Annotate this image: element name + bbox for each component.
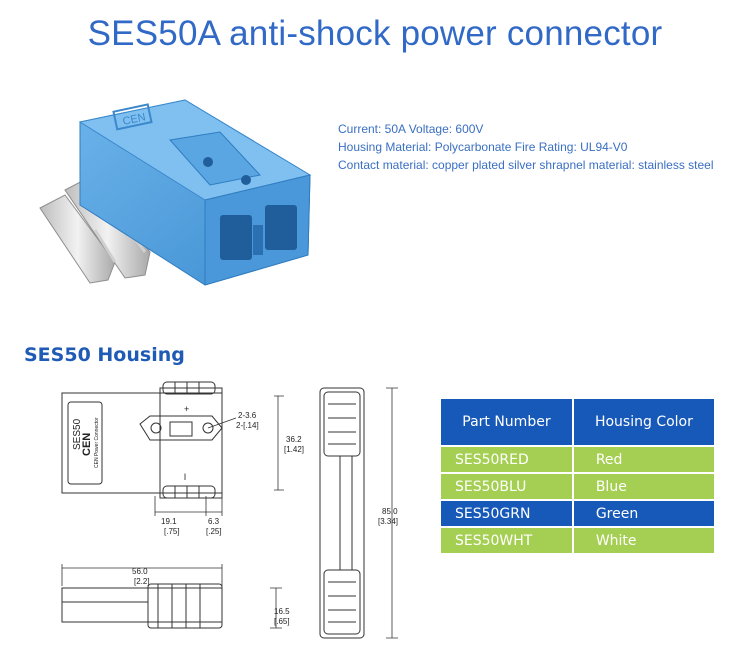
- section-title: SES50 Housing: [24, 344, 185, 366]
- dim-hole: 2-3.6: [238, 411, 257, 420]
- photo-brand-text: CEN: [122, 111, 147, 128]
- header-part-number: Part Number: [439, 397, 574, 447]
- header-housing-color: Housing Color: [571, 397, 717, 447]
- cell-housing-color: Green: [571, 499, 717, 528]
- cell-part-number: SES50GRN: [439, 499, 574, 528]
- drawing-minus-mark: l: [184, 472, 186, 482]
- spec-housing-material: Housing Material: Polycarbonate Fire Rat…: [338, 140, 628, 154]
- dimension-lines: [61, 387, 398, 639]
- dim-length: 56.0: [132, 567, 148, 576]
- technical-drawing: SES50 CEN CEN Power Connector + l 2-3.6 …: [61, 381, 398, 639]
- product-photo: CEN: [39, 99, 312, 286]
- dim-pitch-in: [.75]: [164, 527, 180, 536]
- dim-length-in: [2.2]: [134, 577, 150, 586]
- dim-pitch: 19.1: [161, 517, 177, 526]
- spec-contact-material: Contact material: copper plated silver s…: [338, 158, 714, 172]
- end-view: [319, 387, 365, 639]
- cell-housing-color: White: [571, 526, 717, 555]
- dim-hole-in: 2-[.14]: [236, 421, 259, 430]
- dim-thickness: 16.5: [274, 607, 290, 616]
- dim-height: 36.2: [286, 435, 302, 444]
- page-title: SES50A anti-shock power connector: [87, 14, 663, 53]
- dim-total-height-in: [3.34]: [378, 517, 398, 526]
- table-row: SES50BLU Blue: [439, 472, 717, 501]
- connector-housing: CEN: [78, 99, 312, 286]
- cell-housing-color: Blue: [571, 472, 717, 501]
- dim-total-height: 85.0: [382, 507, 398, 516]
- dim-offset: 6.3: [208, 517, 220, 526]
- top-view: [61, 381, 223, 499]
- dim-height-in: [1.42]: [284, 445, 304, 454]
- drawing-brand: CEN: [81, 433, 93, 456]
- cell-housing-color: Red: [571, 445, 717, 474]
- spec-list: Current: 50A Voltage: 600V Housing Mater…: [338, 120, 714, 174]
- drawing-housing-label: SES50: [72, 418, 83, 450]
- cell-part-number: SES50RED: [439, 445, 574, 474]
- table-row: SES50RED Red: [439, 445, 717, 474]
- side-view: [61, 583, 223, 629]
- drawing-plus-mark: +: [184, 404, 189, 414]
- spec-current-voltage: Current: 50A Voltage: 600V: [338, 122, 484, 136]
- table-row: SES50WHT White: [439, 526, 717, 555]
- table-row: SES50GRN Green: [439, 499, 717, 528]
- part-number-table: Part Number Housing Color SES50RED Red S…: [439, 397, 717, 555]
- cell-part-number: SES50WHT: [439, 526, 574, 555]
- drawing-brand-full: CEN Power Connector: [94, 417, 100, 468]
- dim-thickness-in: [.65]: [274, 617, 290, 626]
- dim-offset-in: [.25]: [206, 527, 222, 536]
- cell-part-number: SES50BLU: [439, 472, 574, 501]
